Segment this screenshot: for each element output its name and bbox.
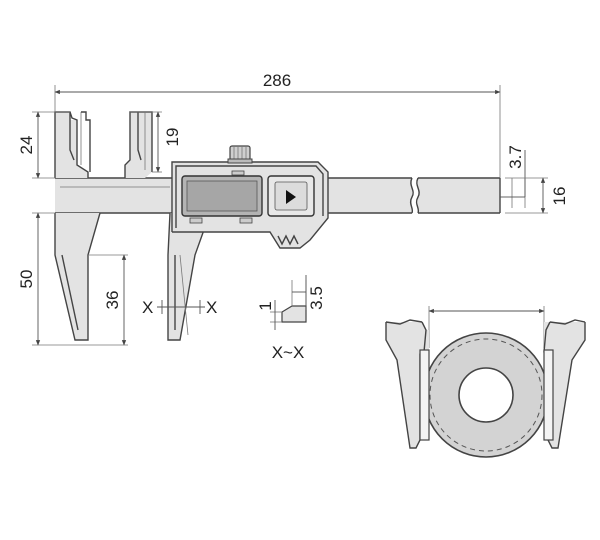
ring-right-jaw	[544, 322, 585, 448]
section-mark-left: X	[142, 298, 153, 317]
dim-lower-jaw-depth: 36	[103, 291, 122, 310]
beam-right	[418, 178, 500, 213]
dim-tip-width: 1	[256, 301, 275, 310]
small-button-right	[239, 217, 253, 224]
small-button-left	[189, 217, 203, 224]
ring-bore	[458, 367, 514, 423]
dim-lower-jaw-height: 50	[17, 270, 36, 289]
dim-upper-jaw-height: 24	[17, 136, 36, 155]
thumb-knob	[229, 145, 251, 161]
ring-dashed-edge	[429, 338, 543, 452]
dim-beam-width: 16	[550, 187, 569, 206]
dim-tip-length: 3.5	[307, 286, 326, 310]
play-icon	[286, 190, 296, 204]
fixed-lower-jaw	[55, 213, 100, 340]
dim-total-length: 286	[263, 71, 291, 90]
section-label: X~X	[272, 343, 305, 362]
beam-break-right	[415, 177, 420, 214]
ring-measurement-view	[385, 306, 586, 458]
section-mark-right: X	[206, 298, 217, 317]
dim-thickness: 3.7	[506, 145, 525, 169]
dim-upper-jaw-depth: 19	[163, 128, 182, 147]
section-detail	[270, 275, 307, 330]
beam-break-left	[409, 177, 414, 214]
fixed-upper-jaw	[55, 112, 88, 178]
moving-lower-jaw	[168, 213, 210, 340]
thumb-roller	[277, 234, 299, 246]
ring-left-jaw	[386, 322, 429, 448]
